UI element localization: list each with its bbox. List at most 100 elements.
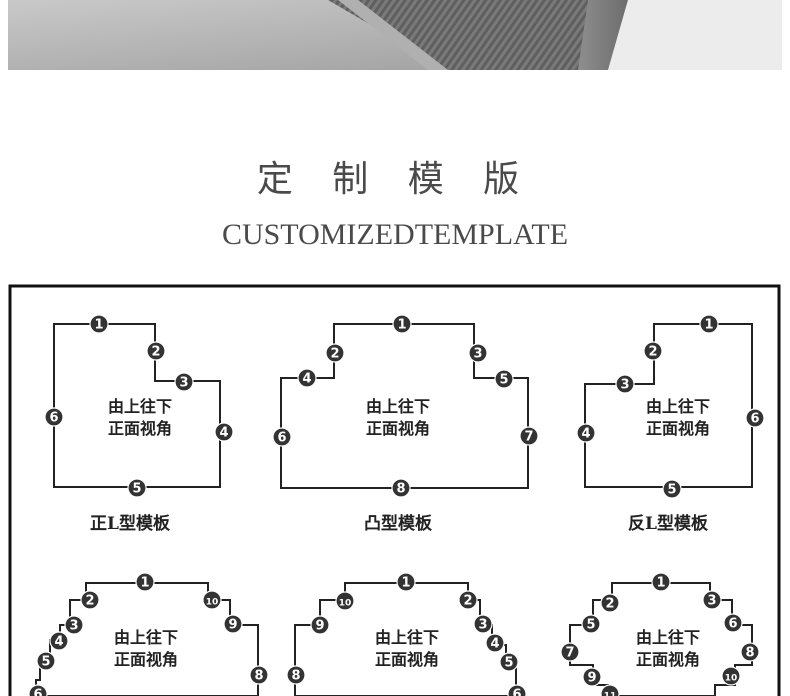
edge-number: 2: [463, 594, 472, 609]
edge-number-badge: [576, 423, 596, 443]
edge-number-badge: [249, 665, 269, 685]
edge-number: 2: [330, 347, 339, 362]
edge-number: 6: [277, 431, 286, 446]
edge-number: 11: [604, 692, 617, 696]
edge-number: 6: [750, 412, 759, 427]
edge-number-badge: [286, 665, 306, 685]
view-direction-note: 由上往下: [108, 397, 172, 416]
edge-number: 4: [219, 426, 228, 441]
edge-number-badge: [560, 642, 580, 662]
edge-number: 5: [132, 482, 141, 497]
edge-number: 1: [140, 576, 149, 591]
edge-number-badge: [146, 341, 166, 361]
edge-number-badge: [507, 684, 527, 696]
view-direction-note: 正面视角: [108, 419, 172, 438]
edge-number: 10: [339, 599, 352, 609]
edge-number: 1: [397, 318, 406, 333]
edge-number: 3: [69, 619, 78, 634]
edge-number: 8: [254, 669, 263, 684]
edge-number-badge: [272, 427, 292, 447]
edge-number-badge: [699, 314, 719, 334]
edge-number: 2: [151, 345, 160, 360]
edge-number: 4: [302, 372, 311, 387]
view-direction-note: 由上往下: [636, 628, 700, 647]
edge-number: 4: [54, 635, 63, 650]
edge-number: 9: [228, 618, 237, 633]
edge-number: 7: [565, 646, 574, 661]
edge-number-badge: [135, 572, 155, 592]
edge-number-badge: [392, 314, 412, 334]
edge-number-badge: [499, 652, 519, 672]
edge-number-badge: [702, 590, 722, 610]
view-direction-note: 由上往下: [366, 397, 430, 416]
edge-number: 6: [33, 688, 42, 696]
edge-number: 1: [401, 576, 410, 591]
edge-number: 1: [94, 318, 103, 333]
view-direction-note: 由上往下: [114, 628, 178, 647]
template-outline: [53, 323, 221, 488]
view-direction-note: 正面视角: [646, 419, 710, 438]
edge-number-badge: [600, 593, 620, 613]
view-direction-note: 由上往下: [375, 628, 439, 647]
edge-number-badge: [485, 633, 505, 653]
edge-number-badge: [325, 343, 345, 363]
edge-number: 6: [49, 411, 58, 426]
edge-number-badge: [214, 422, 234, 442]
edge-number-badge: [127, 478, 147, 498]
template-outline: [584, 323, 753, 488]
edge-number-badge: [64, 615, 84, 635]
edge-number: 3: [478, 618, 487, 633]
edge-number: 2: [648, 345, 657, 360]
edge-number: 3: [620, 378, 629, 393]
edge-number-badge: [519, 426, 539, 446]
edge-number-badge: [582, 667, 602, 687]
edge-number: 5: [667, 483, 676, 498]
edge-number-badge: [89, 314, 109, 334]
edge-number: 5: [504, 656, 513, 671]
view-direction-note: 正面视角: [114, 650, 178, 669]
edge-number-badge: [740, 642, 760, 662]
template-name: 正L型模板: [90, 513, 171, 534]
edge-number-badge: [174, 372, 194, 392]
edge-number-badge: [473, 614, 493, 634]
edge-number-badge: [297, 368, 317, 388]
edge-number: 6: [728, 617, 737, 632]
edge-number-badge: [723, 613, 743, 633]
template-name: 反L型模板: [628, 513, 709, 534]
view-direction-note: 正面视角: [636, 650, 700, 669]
edge-number-badge: [458, 590, 478, 610]
view-direction-note: 由上往下: [646, 397, 710, 416]
edge-number-badge: [335, 591, 355, 611]
section-subtitle: CUSTOMIZEDTEMPLATE: [221, 218, 569, 251]
edge-number-badge: [494, 369, 514, 389]
edge-number: 10: [206, 598, 219, 608]
edge-number-badge: [615, 374, 635, 394]
edge-number-badge: [391, 478, 411, 498]
section-title: 定 制 模 版: [256, 159, 534, 200]
edge-number-badge: [310, 615, 330, 635]
view-direction-note: 正面视角: [366, 419, 430, 438]
edge-number: 2: [605, 597, 614, 612]
edge-number: 5: [586, 618, 595, 633]
template-name: 凸型模板: [364, 513, 433, 534]
edge-number-badge: [651, 572, 671, 592]
edge-number-badge: [468, 343, 488, 363]
edge-number: 9: [315, 619, 324, 634]
edge-number: 1: [656, 576, 665, 591]
edge-number: 3: [473, 347, 482, 362]
edge-number: 8: [291, 669, 300, 684]
edge-number: 7: [524, 430, 533, 445]
edge-number: 8: [745, 646, 754, 661]
edge-number-badge: [28, 684, 48, 696]
edge-number-badge: [581, 614, 601, 634]
edge-number-badge: [662, 479, 682, 499]
edge-number: 1: [704, 318, 713, 333]
edge-number: 6: [512, 688, 521, 696]
edge-number: 4: [581, 427, 590, 442]
edge-number: 5: [41, 655, 50, 670]
edge-number-badge: [49, 631, 69, 651]
edge-number: 3: [179, 376, 188, 391]
edge-number-badge: [44, 407, 64, 427]
header-photo: [8, 0, 782, 70]
edge-number: 10: [725, 674, 738, 684]
